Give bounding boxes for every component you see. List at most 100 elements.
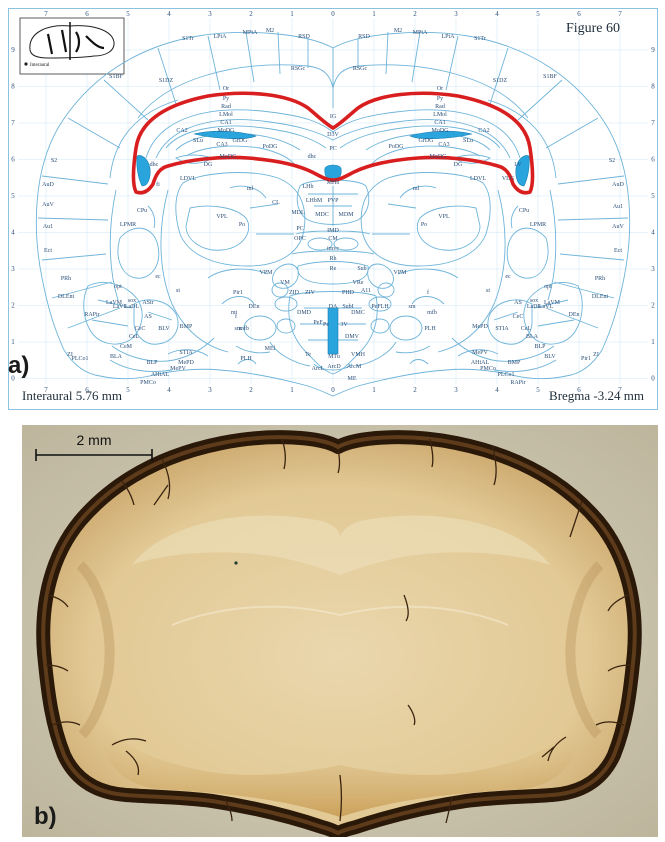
region-label: MDM (338, 212, 354, 218)
ruler-tick-label: 4 (651, 229, 655, 237)
region-label: LPMR (120, 222, 136, 228)
ruler-tick-label: 3 (454, 386, 458, 394)
ruler-tick-label: 8 (11, 83, 15, 91)
ruler-tick-label: 3 (208, 10, 212, 18)
ruler-tick-label: 5 (11, 192, 15, 200)
region-label: A11 (361, 288, 371, 294)
region-label: MePV (472, 350, 488, 356)
scale-bar-label: 2 mm (77, 432, 112, 448)
ruler-tick-label: 1 (290, 10, 294, 18)
ruler-tick-label: 2 (413, 386, 417, 394)
region-label: ArcL (312, 366, 325, 372)
ruler-tick-label: 2 (413, 10, 417, 18)
region-label: PMCo (480, 366, 496, 372)
ruler-tick-label: 5 (651, 192, 655, 200)
region-label: RSD (358, 34, 370, 40)
region-label: BLP (146, 360, 158, 366)
region-label: DA (329, 304, 338, 310)
ruler-tick-label: 9 (11, 46, 15, 54)
region-label: mfb (239, 325, 249, 332)
region-label: PLH (240, 356, 252, 362)
region-label: Rad (435, 104, 445, 110)
region-label: ml (413, 186, 420, 192)
region-label: PeFLH (371, 304, 389, 310)
region-label: Au1 (43, 224, 53, 230)
region-label: MTu (328, 354, 340, 360)
ruler-tick-label: 5 (536, 386, 540, 394)
region-label: ml (247, 186, 254, 192)
region-label: BMP (180, 324, 193, 330)
region-label: LPtA (213, 34, 227, 40)
ruler-tick-label: 4 (495, 10, 499, 18)
region-label: VMH (351, 352, 366, 358)
region-label: PRh (595, 276, 605, 282)
region-label: MePD (472, 324, 488, 330)
region-label: CA1 (434, 120, 445, 126)
region-label: MePV (170, 366, 186, 372)
ruler-tick-label: 0 (331, 386, 335, 394)
region-label: RAPir (84, 312, 99, 318)
region-label: LV (514, 162, 522, 168)
region-label: DG (204, 162, 213, 168)
region-label: ZIV (305, 290, 316, 296)
region-label: LaVM (106, 300, 123, 306)
region-label: CA1 (220, 120, 231, 126)
atlas-drawing: 765432101234567 765432101234567 98765432… (8, 8, 658, 410)
region-label: Au1 (613, 204, 623, 210)
region-label: S1BF (109, 74, 123, 80)
region-label: VM (280, 280, 290, 286)
bregma-label: Bregma -3.24 mm (549, 388, 644, 403)
region-label: S2 (51, 158, 57, 164)
region-label: BLP (534, 344, 546, 350)
region-label: ZI (593, 352, 599, 358)
region-label: VLG (502, 176, 515, 182)
slice-photo: 2 mm (22, 425, 658, 837)
region-label: MHb (327, 180, 340, 186)
region-label: Or (437, 86, 443, 92)
region-label: PLH (424, 326, 436, 332)
region-label: PeF (313, 320, 323, 326)
region-label: ArcD (327, 364, 341, 370)
region-label: MEl (265, 346, 276, 352)
region-label: AuD (42, 182, 54, 188)
ruler-tick-label: 4 (11, 229, 15, 237)
region-label: VPL (438, 214, 450, 220)
region-label: LMol (433, 112, 447, 118)
ruler-tick-label: 6 (11, 156, 15, 164)
region-label: PC (329, 146, 336, 152)
region-label: DMC (351, 310, 365, 316)
ruler-tick-label: 5 (126, 386, 130, 394)
region-label: CM (328, 236, 338, 242)
ruler-tick-label: 2 (249, 10, 253, 18)
region-label: RSD (298, 34, 310, 40)
region-label: ME (348, 376, 357, 382)
region-label: Py (223, 96, 229, 102)
region-label: S1Tr (182, 36, 194, 42)
ruler-tick-label: 1 (372, 386, 376, 394)
region-label: MDC (315, 212, 329, 218)
region-label: VPM (393, 270, 407, 276)
region-label: RAPir (510, 380, 525, 386)
region-label: AuD (612, 182, 624, 188)
panel-b-slice-photo: 2 mm b) (22, 425, 658, 837)
region-label: PC (296, 226, 303, 232)
region-label: ArcM (347, 364, 362, 370)
region-label: Rh (329, 256, 336, 262)
region-label: PRh (61, 276, 71, 282)
region-label: Te (305, 352, 311, 358)
region-label: AS (514, 300, 522, 306)
region-label: PVP (327, 198, 339, 204)
region-label: PoDG (262, 144, 278, 150)
region-label: LPMR (530, 222, 546, 228)
region-label: DLEnt (592, 294, 609, 300)
region-label: Or (223, 86, 229, 92)
region-label: MoDG (429, 154, 447, 160)
ruler-tick-label: 2 (249, 386, 253, 394)
region-label: mfb (427, 309, 437, 316)
region-label: AStr (142, 300, 153, 306)
region-label: GrDG (233, 138, 249, 144)
region-label: CL (272, 200, 280, 206)
region-label: BLV (158, 326, 170, 332)
region-label: RSGc (353, 66, 368, 72)
ruler-tick-label: 6 (651, 156, 655, 164)
